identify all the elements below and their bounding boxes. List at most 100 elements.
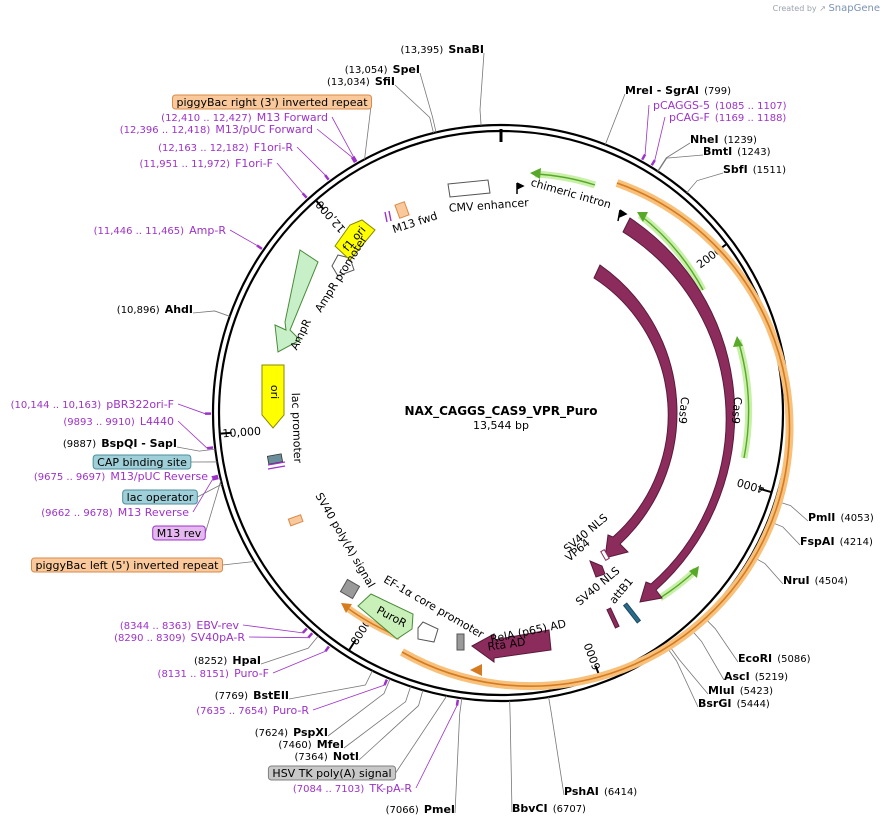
feature-badge-box bbox=[267, 765, 397, 781]
enzyme-site[interactable]: AscI (5219) bbox=[724, 665, 788, 684]
enzyme-position: (7364) bbox=[295, 752, 328, 763]
enzyme-name: HpaI bbox=[232, 654, 261, 667]
enzyme-name: MreI - SgrAI bbox=[625, 84, 699, 97]
primer-label[interactable]: (10,144 .. 10,163) pBR322ori-F bbox=[11, 393, 174, 412]
feature-badge-label: lac operator bbox=[127, 491, 194, 504]
primer-label[interactable]: (12,410 .. 12,427) M13 Forward bbox=[161, 106, 328, 125]
enzyme-site[interactable]: (8252) HpaI bbox=[194, 649, 261, 668]
enzyme-leader bbox=[548, 696, 565, 796]
enzyme-site[interactable]: (7624) PspXI bbox=[255, 721, 328, 740]
enzyme-position: (5444) bbox=[737, 699, 770, 710]
enzyme-leader bbox=[176, 446, 216, 452]
primer-label[interactable]: (11,951 .. 11,972) F1ori-F bbox=[139, 152, 273, 171]
primer-name: M13/pUC Forward bbox=[215, 123, 313, 136]
enzyme-name: PspXI bbox=[293, 726, 328, 739]
enzyme-leader bbox=[358, 690, 424, 761]
primer-label[interactable]: (8131 .. 8151) Puro-F bbox=[158, 662, 269, 681]
feature-arrow-label: ori bbox=[268, 385, 281, 399]
primer-label[interactable]: (9662 .. 9678) M13 Reverse bbox=[41, 501, 189, 520]
enzyme-site[interactable]: BsrGI (5444) bbox=[698, 692, 770, 711]
primer-position: (12,410 .. 12,427) bbox=[161, 113, 252, 124]
enzyme-site[interactable]: (9887) BspQI - SapI bbox=[63, 432, 177, 451]
enzyme-name: SnaBI bbox=[448, 43, 484, 56]
enzyme-site[interactable]: (13,395) SnaBI bbox=[400, 38, 484, 57]
enzyme-site[interactable]: (13,034) SfiI bbox=[327, 70, 395, 89]
enzyme-site[interactable]: BmtI (1243) bbox=[703, 140, 771, 159]
enzyme-site[interactable]: NruI (4504) bbox=[783, 569, 848, 588]
enzyme-site[interactable]: FspAI (4214) bbox=[800, 530, 873, 549]
m13-fwd-marker bbox=[394, 201, 410, 219]
enzyme-site[interactable]: NheI (1239) bbox=[690, 128, 757, 147]
enzyme-position: (8252) bbox=[194, 656, 227, 667]
enzyme-site[interactable]: (13,054) SpeI bbox=[345, 58, 420, 77]
enzyme-site[interactable]: SbfI (1511) bbox=[723, 158, 786, 177]
plasmid-length: 13,544 bp bbox=[473, 419, 529, 432]
primer-bind-mark bbox=[383, 679, 389, 686]
primer-position: (12,163 .. 12,182) bbox=[158, 143, 249, 154]
primer-label[interactable]: pCAGGS-5 (1085 .. 1107) bbox=[653, 94, 787, 113]
primer-label[interactable]: (7084 .. 7103) TK-pA-R bbox=[293, 777, 412, 796]
feature-badge-box bbox=[31, 557, 223, 573]
primer-label[interactable]: (9675 .. 9697) M13/pUC Reverse bbox=[34, 465, 208, 484]
feature-badge-label: piggyBac right (3') inverted repeat bbox=[176, 96, 368, 109]
feature-badge[interactable]: M13 rev bbox=[152, 525, 206, 541]
primer-label[interactable]: (12,163 .. 12,182) F1ori-R bbox=[158, 136, 293, 155]
primer-label[interactable]: (7635 .. 7654) Puro-R bbox=[196, 699, 309, 718]
primer-label[interactable]: (11,446 .. 11,465) Amp-R bbox=[94, 219, 227, 238]
feature-badge[interactable]: piggyBac right (3') inverted repeat bbox=[171, 94, 373, 110]
enzyme-site[interactable]: (7066) PmeI bbox=[386, 798, 455, 817]
enzyme-leader bbox=[419, 72, 437, 133]
primer-label[interactable]: (8344 .. 8363) EBV-rev bbox=[120, 614, 240, 633]
enzyme-site[interactable]: PmlI (4053) bbox=[808, 506, 874, 525]
primer-label[interactable]: pCAG-F (1169 .. 1188) bbox=[669, 106, 786, 125]
enzyme-site[interactable]: (7364) NotI bbox=[295, 745, 359, 764]
cap-site-marker bbox=[266, 453, 284, 465]
enzyme-leader bbox=[343, 686, 412, 749]
primer-name: M13/pUC Reverse bbox=[110, 470, 208, 483]
enzyme-site[interactable]: BbvCI (6707) bbox=[512, 797, 586, 816]
enzyme-leader bbox=[479, 52, 485, 126]
primer-label[interactable]: (12,396 .. 12,418) M13/pUC Forward bbox=[120, 118, 313, 137]
enzyme-leader bbox=[657, 154, 704, 172]
grey-feature-small bbox=[456, 633, 465, 651]
primer-name: pBR322ori-F bbox=[106, 398, 174, 411]
primer-label[interactable]: (8290 .. 8309) SV40pA-R bbox=[114, 626, 245, 645]
enzyme-leader bbox=[604, 93, 626, 145]
cmv-enhancer-box bbox=[447, 179, 491, 198]
feature-badge[interactable]: HSV TK poly(A) signal bbox=[267, 765, 397, 781]
primer-bind-mark bbox=[324, 174, 330, 181]
primer-leader bbox=[192, 479, 213, 513]
primer-bind-mark bbox=[212, 476, 219, 481]
primer-leader bbox=[276, 162, 303, 194]
feature-badge-label: piggyBac left (5') inverted repeat bbox=[36, 559, 220, 572]
enzyme-site[interactable]: (7769) BstEII bbox=[215, 684, 289, 703]
primer-name: pCAG-F bbox=[669, 111, 710, 124]
enzyme-site[interactable]: (7460) MfeI bbox=[278, 733, 344, 752]
primer-label[interactable]: (9893 .. 9910) L4440 bbox=[63, 410, 174, 429]
primer-leader bbox=[654, 116, 666, 161]
feature-badge-leader bbox=[197, 483, 223, 498]
enzyme-position: (7624) bbox=[255, 728, 288, 739]
primer-name: pCAGGS-5 bbox=[653, 99, 710, 112]
enzyme-site[interactable]: (10,896) AhdI bbox=[117, 298, 193, 317]
primer-mark-m13f-2 bbox=[388, 210, 392, 222]
feature-badge[interactable]: piggyBac left (5') inverted repeat bbox=[31, 557, 223, 573]
tick-mark-8000 bbox=[348, 639, 357, 651]
enzyme-site[interactable]: EcoRI (5086) bbox=[738, 647, 811, 666]
feature-badge[interactable]: lac operator bbox=[122, 489, 198, 505]
primer-position: (1169 .. 1188) bbox=[715, 113, 787, 124]
enzyme-position: (799) bbox=[704, 86, 731, 97]
enzyme-name: NotI bbox=[333, 750, 359, 763]
feature-badge[interactable]: CAP binding site bbox=[92, 454, 192, 470]
primer-position: (7635 .. 7654) bbox=[196, 706, 268, 717]
enzyme-site[interactable]: PshAI (6414) bbox=[564, 780, 637, 799]
enzyme-site[interactable]: MluI (5423) bbox=[708, 679, 773, 698]
enzyme-site[interactable]: MreI - SgrAI (799) bbox=[625, 79, 731, 98]
green-arrow-1-core bbox=[639, 214, 704, 291]
feature-arrow-label: Cas9 bbox=[676, 396, 692, 424]
primer-name: Puro-R bbox=[273, 704, 310, 717]
sv40-nls-2 bbox=[606, 607, 620, 629]
orange-arrowhead-sv40pa bbox=[341, 603, 352, 613]
enzyme-position: (6707) bbox=[553, 804, 586, 815]
